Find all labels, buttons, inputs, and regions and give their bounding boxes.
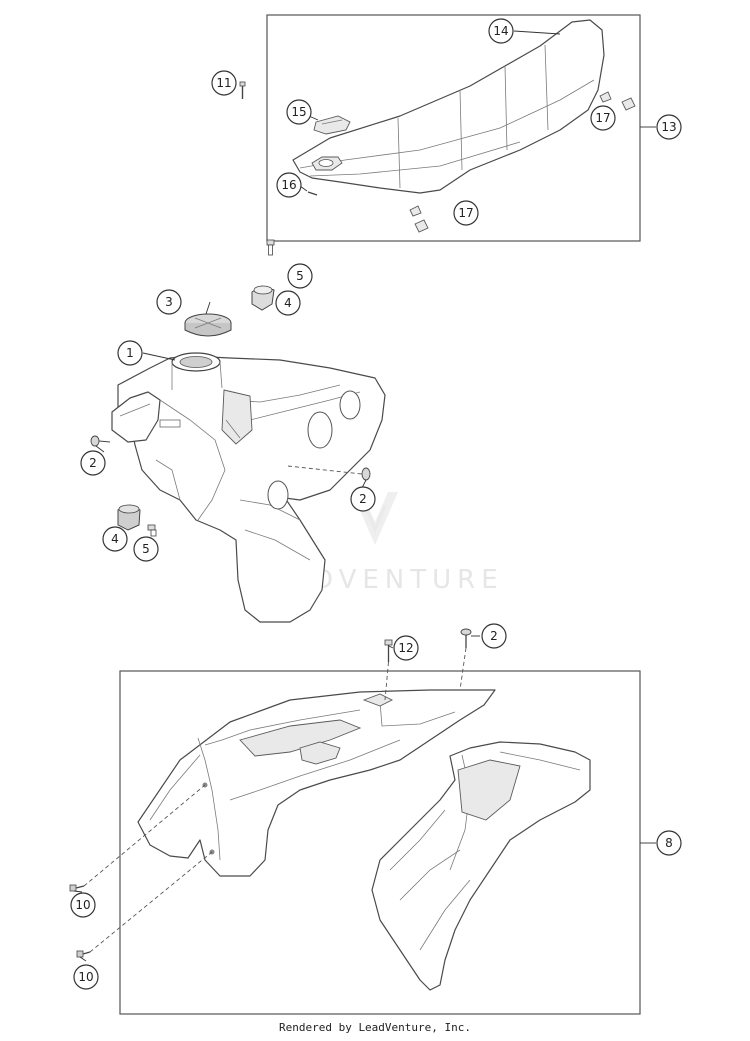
callout-1-label: 1 bbox=[126, 346, 134, 360]
callout-2-spoiler-label: 2 bbox=[490, 629, 498, 643]
callout-8-label: 8 bbox=[665, 836, 673, 850]
callout-10-lower-label: 10 bbox=[78, 970, 93, 984]
seat-clip-part[interactable] bbox=[313, 115, 351, 135]
callout-16-label: 16 bbox=[281, 178, 296, 192]
seat-group bbox=[266, 14, 641, 242]
callout-13[interactable]: 13 bbox=[656, 114, 682, 140]
callout-5-upper-label: 5 bbox=[296, 269, 304, 283]
callout-1[interactable]: 1 bbox=[117, 340, 143, 366]
bolt-5-lower-part[interactable] bbox=[147, 524, 157, 537]
callout-2-right[interactable]: 2 bbox=[350, 486, 376, 512]
callout-2-spoiler[interactable]: 2 bbox=[481, 623, 507, 649]
callout-15-label: 15 bbox=[291, 105, 306, 119]
callout-17-upper[interactable]: 17 bbox=[590, 105, 616, 131]
left-spoiler-part[interactable] bbox=[137, 689, 496, 877]
callout-5-upper[interactable]: 5 bbox=[287, 263, 313, 289]
bushing-4-upper-part[interactable] bbox=[251, 285, 275, 311]
callout-16[interactable]: 16 bbox=[276, 172, 302, 198]
callout-4-lower[interactable]: 4 bbox=[102, 526, 128, 552]
bolt-10-lower-dashed bbox=[89, 851, 213, 953]
callout-17-upper-label: 17 bbox=[595, 111, 610, 125]
callout-10-upper-label: 10 bbox=[75, 898, 90, 912]
fuel-tank-part[interactable] bbox=[111, 352, 386, 623]
callout-13-label: 13 bbox=[661, 120, 676, 134]
bolt-10-lower-part[interactable] bbox=[76, 950, 91, 958]
screw-2-right-part[interactable] bbox=[361, 467, 371, 481]
callout-14[interactable]: 14 bbox=[488, 18, 514, 44]
screw-2-left-part[interactable] bbox=[90, 435, 111, 447]
footer-credit: Rendered by LeadVenture, Inc. bbox=[278, 1021, 472, 1034]
fuel-cap-part[interactable] bbox=[184, 313, 232, 337]
callout-3[interactable]: 3 bbox=[156, 289, 182, 315]
callout-4-upper-label: 4 bbox=[284, 296, 292, 310]
spoiler-group-frame bbox=[119, 670, 641, 1015]
callout-3-label: 3 bbox=[165, 295, 173, 309]
callout-12[interactable]: 12 bbox=[393, 635, 419, 661]
bolt-12-part[interactable] bbox=[384, 639, 393, 662]
bushing-4-lower-part[interactable] bbox=[117, 504, 141, 531]
callout-4-upper[interactable]: 4 bbox=[275, 290, 301, 316]
bolt-10-upper-dashed bbox=[83, 784, 206, 887]
seat-group-frame bbox=[266, 14, 641, 242]
screw-2-spoiler-dashed bbox=[459, 647, 467, 691]
seat-part[interactable] bbox=[292, 19, 605, 194]
callout-5-lower[interactable]: 5 bbox=[133, 536, 159, 562]
bolt-5-upper-part[interactable] bbox=[266, 239, 275, 256]
callout-15[interactable]: 15 bbox=[286, 99, 312, 125]
screw-2-right-dashed bbox=[287, 465, 363, 475]
callout-2-left[interactable]: 2 bbox=[80, 450, 106, 476]
callout-17-lower-label: 17 bbox=[458, 206, 473, 220]
bolt-12-dashed bbox=[384, 661, 389, 701]
callout-5-lower-label: 5 bbox=[142, 542, 150, 556]
screw-2-spoiler-part[interactable] bbox=[460, 628, 472, 648]
callout-12-label: 12 bbox=[398, 641, 413, 655]
bolt-10-upper-part[interactable] bbox=[69, 884, 85, 892]
callout-8[interactable]: 8 bbox=[656, 830, 682, 856]
callout-4-lower-label: 4 bbox=[111, 532, 119, 546]
callout-10-upper[interactable]: 10 bbox=[70, 892, 96, 918]
seat-pin-part[interactable] bbox=[307, 191, 318, 196]
callout-17-lower[interactable]: 17 bbox=[453, 200, 479, 226]
callout-11[interactable]: 11 bbox=[211, 70, 237, 96]
callout-2-right-label: 2 bbox=[359, 492, 367, 506]
spoiler-group bbox=[119, 670, 641, 1015]
seat-clips-part[interactable] bbox=[409, 91, 636, 233]
callout-11-label: 11 bbox=[216, 76, 231, 90]
callout-10-lower[interactable]: 10 bbox=[73, 964, 99, 990]
right-panel-part[interactable] bbox=[371, 741, 591, 991]
bolt-11-part[interactable] bbox=[239, 81, 246, 99]
callout-2-left-label: 2 bbox=[89, 456, 97, 470]
leader-lines bbox=[73, 30, 656, 962]
callout-14-label: 14 bbox=[493, 24, 508, 38]
